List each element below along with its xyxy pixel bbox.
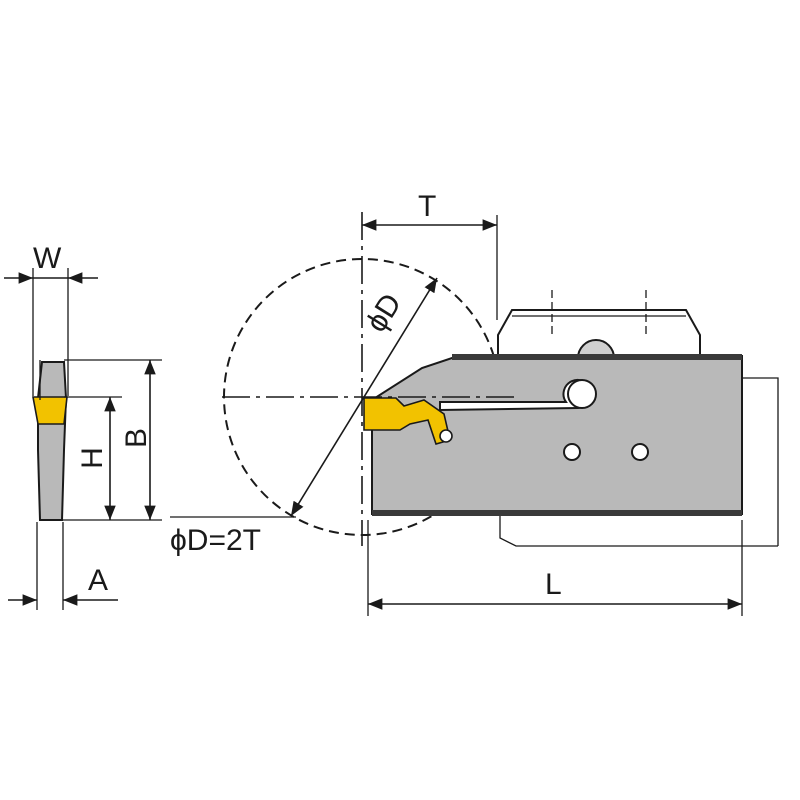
insert-end-view	[32, 360, 68, 521]
label-phi-d: ϕD	[360, 288, 408, 338]
label-a: A	[88, 564, 108, 597]
label-b: B	[120, 428, 153, 448]
hole-1	[563, 443, 581, 461]
dimension-a: A	[8, 522, 118, 610]
dimension-w: W	[4, 242, 98, 396]
slot-relief-hole	[567, 379, 597, 409]
hole-2	[631, 443, 649, 461]
blade-end-profile	[37, 361, 68, 521]
dimension-l: L	[367, 520, 743, 616]
label-phi-d-eq: ϕD=2T	[170, 524, 261, 557]
dimension-h: H	[62, 396, 162, 521]
shank	[742, 377, 779, 546]
label-t: T	[418, 190, 436, 223]
dimension-t: T	[362, 190, 498, 320]
blade-body	[371, 355, 743, 515]
label-w: W	[33, 242, 62, 275]
label-l: L	[545, 568, 562, 601]
support-block	[499, 514, 778, 547]
diameter-line	[290, 277, 438, 517]
label-h: H	[76, 447, 109, 469]
dimension-b: B	[64, 359, 162, 520]
insert-tip-end	[32, 396, 68, 425]
